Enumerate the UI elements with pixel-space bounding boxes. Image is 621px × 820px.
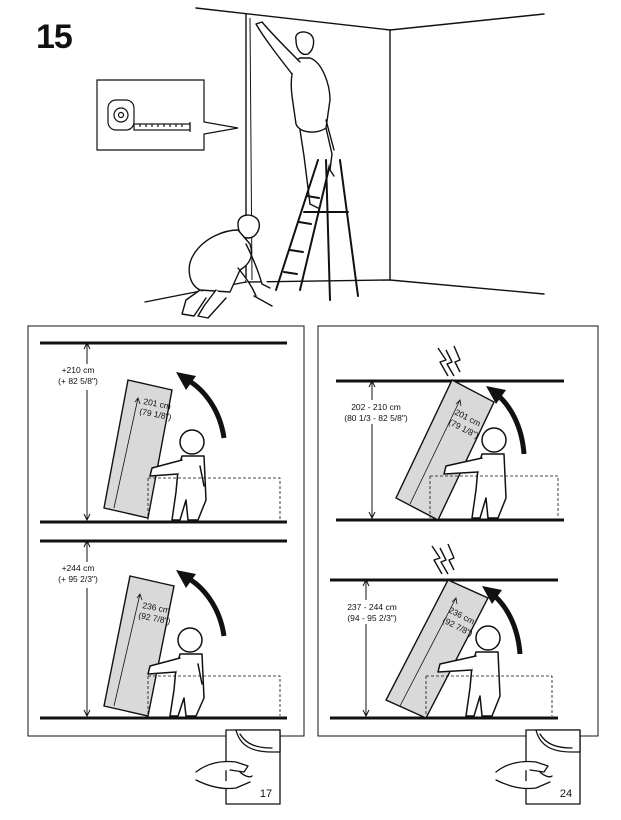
page-turn-icon [195, 729, 281, 805]
clearance-cm: 237 - 244 cm [347, 602, 397, 612]
tape-measure-icon [96, 79, 239, 151]
person-on-ladder [255, 21, 335, 209]
wardrobe-panel [103, 575, 175, 717]
collision-icon [431, 543, 455, 575]
step-number: 15 [36, 18, 73, 56]
kneeling-person [181, 214, 273, 319]
clearance-in: (94 - 95 2/3") [347, 613, 396, 623]
panel-bottom-right: 237 - 244 cm (94 - 95 2/3") 236 cm (92 7… [330, 543, 558, 720]
person-lifting [443, 427, 507, 519]
cabinet-outline [429, 475, 559, 518]
left-panel-frame [27, 325, 305, 737]
collision-icon [437, 345, 461, 377]
cabinet-outline [147, 477, 281, 520]
clearance-in: (+ 82 5/8") [58, 376, 98, 386]
page-turn-icon [495, 729, 581, 805]
person-lifting [149, 429, 207, 521]
cabinet-outline [147, 675, 281, 716]
right-panel-frame [317, 325, 599, 737]
rotate-arrow-icon [182, 573, 227, 637]
person-lifting [147, 627, 205, 717]
cabinet-outline [425, 675, 553, 716]
wardrobe-panel [395, 379, 495, 521]
person-lifting [437, 625, 501, 717]
room-scene [144, 7, 545, 303]
clearance-cm: 202 - 210 cm [351, 402, 401, 412]
page-ref-number: 17 [260, 788, 272, 800]
rotate-arrow-icon [182, 375, 227, 439]
panel-top-right: 202 - 210 cm (80 1/3 - 82 5/8") 201 cm (… [336, 345, 564, 522]
clearance-cm: +244 cm [62, 563, 95, 573]
panel-bottom-left: +244 cm (+ 95 2/3") 236 cm (92 7/8") [40, 539, 287, 720]
panel-top-left: +210 cm (+ 82 5/8") 201 cm (79 1/8") [40, 341, 287, 524]
page-ref-left[interactable]: 17 [195, 729, 281, 805]
measuring-tape [249, 17, 253, 281]
page-ref-right[interactable]: 24 [495, 729, 581, 805]
clearance-in: (+ 95 2/3") [58, 574, 98, 584]
clearance-cm: +210 cm [62, 365, 95, 375]
clearance-in: (80 1/3 - 82 5/8") [344, 413, 408, 423]
page-ref-number: 24 [560, 788, 572, 800]
stepladder-icon [275, 159, 359, 301]
